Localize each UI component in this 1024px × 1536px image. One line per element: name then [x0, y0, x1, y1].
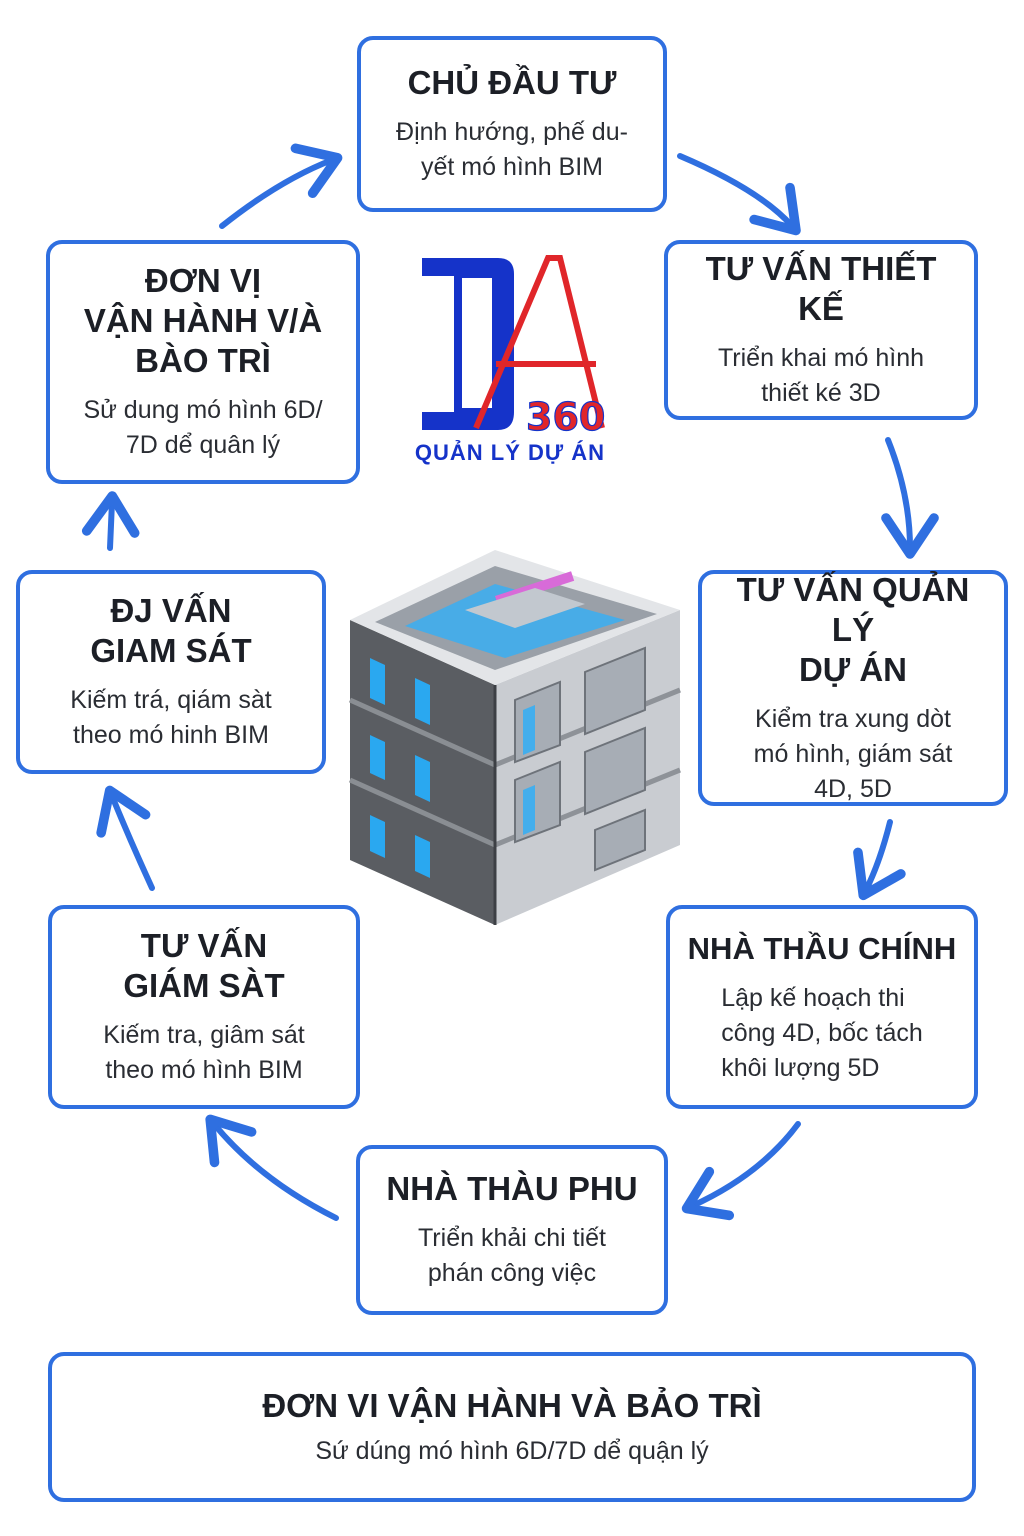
node-title: CHỦ ĐẦU TƯ: [407, 64, 617, 101]
arrow-quan-ly-to-nha-thau-chinh: [853, 819, 906, 901]
node-description: Sử dung mó hình 6D/ 7D dể quân lý: [83, 396, 323, 459]
arrow-nha-thau-chinh-to-nha-thau-phu: [681, 1121, 801, 1221]
node-don-vi-van-hanh-top: ĐƠN VỊ VẬN HÀNH V/À BÀO TRÌ Sử dung mó h…: [46, 240, 360, 484]
node-title: TƯ VẤN QUẢN LÝ DỰ ÁN: [736, 570, 970, 688]
node-tu-van-quan-ly-du-an: TƯ VẤN QUẢN LÝ DỰ ÁN Kiểm tra xung dòt m…: [698, 570, 1008, 806]
node-dj-van-giam-sat: ĐJ VẤN GIAM SÁT Kiếm trá, qiám sàt theo …: [16, 570, 326, 774]
node-description: Triển khai mó hình thiết ké 3D: [717, 344, 925, 407]
arrow-thiet-ke-to-quan-ly: [881, 437, 939, 559]
node-tu-van-giam-sat: TƯ VẤN GIÁM SÀT Kiếm tra, giâm sát theo …: [48, 905, 360, 1109]
node-don-vi-van-hanh-bottom: ĐƠN VI VẬN HÀNH VÀ BẢO TRÌ Sứ dúng mó hì…: [48, 1352, 976, 1502]
arrow-chu-dau-tu-to-thiet-ke: [677, 153, 801, 236]
node-description: Lập kế hoạch thi công 4D, bốc tách khôi …: [721, 983, 923, 1082]
node-description: Định hướng, phế du- yết mó hình BIM: [396, 118, 628, 181]
node-tu-van-thiet-ke: TƯ VẤN THIẾT KẾ Triển khai mó hình thiết…: [664, 240, 978, 420]
node-description: Triển khải chi tiết phán công việc: [417, 1224, 607, 1287]
da360-logo-icon: 360: [422, 255, 606, 440]
node-description: Sứ dúng mó hình 6D/7D dể quận lý: [315, 1436, 709, 1465]
bim-building-model-icon: [348, 550, 681, 925]
arrow-don-vi-to-chu-dau-tu: [219, 143, 343, 229]
node-title: ĐƠN VI VẬN HÀNH VÀ BẢO TRÌ: [262, 1386, 762, 1424]
node-chu-dau-tu: CHỦ ĐẦU TƯ Định hướng, phế du- yết mó hì…: [357, 36, 667, 212]
node-title: TƯ VẤN THIẾT KẾ: [705, 250, 937, 327]
node-description: Kiếm tra, giâm sát theo mó hình BIM: [103, 1021, 305, 1084]
node-description: Kiếm trá, qiám sàt theo mó hinh BIM: [70, 686, 272, 749]
node-title: ĐƠN VỊ VẬN HÀNH V/À BÀO TRÌ: [83, 262, 323, 379]
node-description: Kiểm tra xung dòt mó hình, giám sát 4D, …: [753, 704, 953, 803]
node-nha-thau-chinh: NHÀ THẦU CHÍNH Lập kế hoạch thi công 4D,…: [666, 905, 978, 1109]
svg-text:360: 360: [526, 395, 605, 439]
node-title: NHÀ THẦU CHÍNH: [687, 930, 957, 966]
arrow-nha-thau-phu-to-giam-sat: [205, 1114, 339, 1221]
arrow-dj-van-to-don-vi: [81, 491, 140, 551]
arrow-giam-sat-to-dj-van: [96, 785, 155, 891]
node-nha-thau-phu: NHÀ THÀU PHU Triển khải chi tiết phán cô…: [356, 1145, 668, 1315]
node-title: ĐJ VẤN GIAM SÁT: [90, 592, 252, 669]
logo-caption: QUẢN LÝ DỰ ÁN: [414, 440, 606, 465]
node-title: NHÀ THÀU PHU: [386, 1170, 638, 1207]
node-title: TƯ VẤN GIÁM SÀT: [123, 927, 285, 1004]
